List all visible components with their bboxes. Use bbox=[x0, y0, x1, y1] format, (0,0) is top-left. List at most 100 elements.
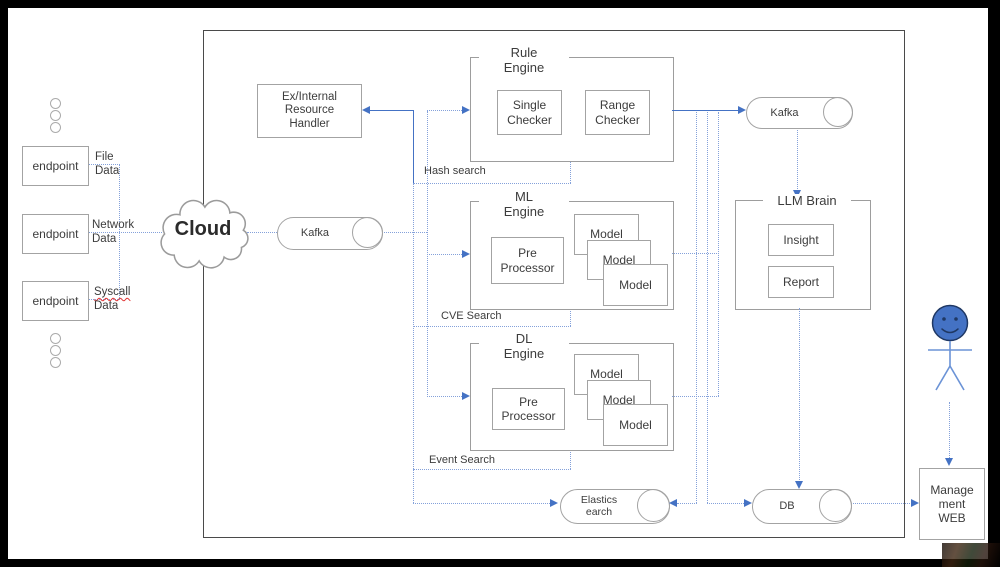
elasticsearch-label: Elastics earch bbox=[580, 493, 618, 518]
pre-processor-label: Pre Processor bbox=[501, 394, 556, 423]
connector-line bbox=[672, 253, 719, 254]
dl-model-box: Model bbox=[587, 380, 651, 420]
resource-handler-box: Ex/Internal Resource Handler bbox=[257, 84, 362, 138]
video-artifact-noise bbox=[942, 543, 1000, 567]
kafka-out-label: Kafka bbox=[770, 106, 799, 119]
single-checker-label: Single Checker bbox=[507, 98, 552, 127]
ellipsis-dot bbox=[50, 98, 61, 109]
ellipsis-dot bbox=[50, 345, 61, 356]
arrowhead-right bbox=[738, 106, 746, 114]
kafka-in-label: Kafka bbox=[300, 227, 330, 240]
file-data-label: File Data bbox=[95, 151, 120, 177]
arrowhead-left bbox=[362, 106, 370, 114]
data-word: Data bbox=[94, 299, 119, 312]
syscall-word: Syscall bbox=[94, 286, 131, 298]
connector-line bbox=[718, 112, 719, 396]
connector-line bbox=[797, 127, 798, 189]
cloud-label: Cloud bbox=[174, 218, 232, 240]
ellipsis-dot bbox=[50, 357, 61, 368]
queue-cap bbox=[819, 489, 852, 522]
ml-pre-processor-box: Pre Processor bbox=[491, 237, 564, 284]
connector-line bbox=[368, 110, 413, 111]
arrowhead-right bbox=[462, 106, 470, 114]
connector-line bbox=[413, 503, 550, 504]
connector-line bbox=[949, 402, 950, 458]
arrowhead-right bbox=[462, 250, 470, 258]
connector-line bbox=[672, 110, 738, 111]
connector-line bbox=[247, 232, 277, 233]
insight-box: Insight bbox=[768, 224, 834, 256]
management-web-box: Manage ment WEB bbox=[919, 468, 985, 540]
connector-line bbox=[87, 299, 120, 300]
event-search-label: Event Search bbox=[429, 454, 496, 466]
ellipsis-dot bbox=[50, 110, 61, 121]
connector-line bbox=[413, 326, 571, 327]
connector-line bbox=[427, 396, 462, 397]
rule-engine-title: Rule Engine bbox=[479, 45, 569, 76]
user-person-icon bbox=[928, 304, 972, 391]
endpoint-label: endpoint bbox=[32, 293, 79, 308]
elasticsearch-queue: Elastics earch bbox=[560, 489, 670, 524]
endpoint-box-3: endpoint bbox=[22, 281, 89, 321]
connector-line bbox=[570, 308, 571, 326]
ml-engine-title: ML Engine bbox=[479, 189, 569, 220]
model-label: Model bbox=[602, 392, 636, 407]
cloud-icon bbox=[160, 199, 249, 269]
ellipsis-dot bbox=[50, 122, 61, 133]
connector-line bbox=[677, 503, 697, 504]
range-checker-box: Range Checker bbox=[585, 90, 650, 135]
kafka-in-queue: Kafka bbox=[277, 217, 383, 250]
model-label: Model bbox=[619, 277, 652, 292]
db-label: DB bbox=[779, 500, 795, 513]
kafka-out-queue: Kafka bbox=[746, 97, 853, 129]
insight-label: Insight bbox=[783, 232, 819, 247]
endpoint-label: endpoint bbox=[32, 158, 79, 173]
queue-cap bbox=[637, 489, 670, 522]
db-queue: DB bbox=[752, 489, 852, 524]
model-label: Model bbox=[619, 417, 652, 432]
arrowhead-right bbox=[911, 499, 919, 507]
connector-line bbox=[707, 503, 744, 504]
management-web-label: Manage ment WEB bbox=[930, 482, 974, 526]
model-label: Model bbox=[590, 227, 623, 242]
connector-line bbox=[87, 164, 120, 165]
connector-line bbox=[413, 183, 414, 503]
connector-line bbox=[381, 232, 427, 233]
connector-line bbox=[799, 308, 800, 480]
ml-model-box: Model bbox=[603, 264, 668, 306]
report-label: Report bbox=[782, 274, 820, 289]
dl-pre-processor-box: Pre Processor bbox=[492, 388, 565, 430]
connector-line bbox=[850, 503, 912, 504]
dl-model-box: Model bbox=[603, 404, 668, 446]
arrowhead-right bbox=[744, 499, 752, 507]
connector-line bbox=[696, 112, 697, 503]
model-label: Model bbox=[602, 252, 636, 267]
arrowhead-right bbox=[462, 392, 470, 400]
single-checker-box: Single Checker bbox=[497, 90, 562, 135]
connector-line bbox=[413, 183, 571, 184]
network-data-label: Network Data bbox=[92, 219, 135, 245]
arrowhead-left bbox=[669, 499, 677, 507]
queue-cap bbox=[823, 97, 853, 127]
connector-line bbox=[119, 164, 120, 300]
range-checker-label: Range Checker bbox=[595, 98, 640, 127]
arrowhead-right bbox=[550, 499, 558, 507]
endpoint-box-1: endpoint bbox=[22, 146, 89, 186]
endpoint-box-2: endpoint bbox=[22, 214, 89, 254]
connector-line bbox=[707, 112, 708, 503]
queue-cap bbox=[352, 217, 383, 248]
connector-line bbox=[413, 469, 571, 470]
connector-line bbox=[427, 254, 462, 255]
model-label: Model bbox=[590, 367, 623, 382]
arrowhead-down bbox=[945, 458, 953, 466]
pre-processor-label: Pre Processor bbox=[500, 246, 555, 275]
cve-search-label: CVE Search bbox=[441, 310, 502, 322]
connector-line bbox=[87, 232, 162, 233]
endpoint-label: endpoint bbox=[32, 226, 79, 241]
connector-line bbox=[570, 161, 571, 183]
connector-line bbox=[570, 449, 571, 469]
arrowhead-down bbox=[795, 481, 803, 489]
report-box: Report bbox=[768, 266, 834, 298]
